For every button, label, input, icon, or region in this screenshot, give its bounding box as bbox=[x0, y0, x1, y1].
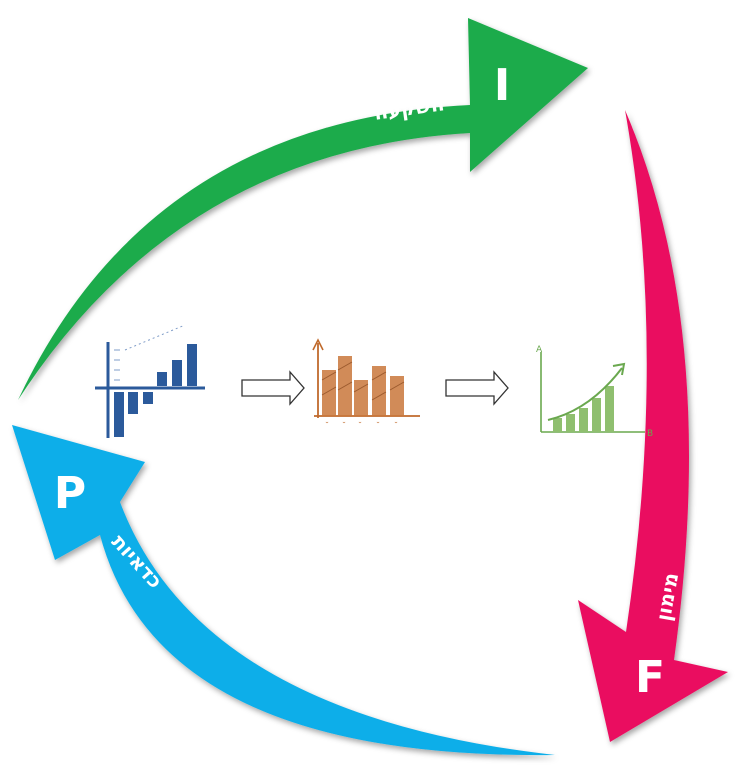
financing-letter: F bbox=[635, 652, 665, 703]
svg-text:˘: ˘ bbox=[342, 420, 346, 430]
investment-arrow bbox=[18, 18, 588, 400]
svg-text:B: B bbox=[647, 429, 653, 439]
flow-arrow-2 bbox=[445, 370, 509, 406]
financing-arrow-shape bbox=[578, 110, 728, 742]
growth-chart-icon: A B bbox=[536, 345, 653, 439]
investment-arrow-shape bbox=[18, 18, 588, 400]
feasibility-letter: P bbox=[54, 468, 86, 519]
svg-text:˘: ˘ bbox=[358, 420, 362, 430]
hand-drawn-bar-chart-icon: ˘ ˘ ˘ ˘ ˘ bbox=[312, 338, 420, 430]
investment-letter: I bbox=[494, 60, 510, 111]
feasibility-arrow-shape bbox=[12, 425, 555, 756]
feasibility-arrow bbox=[12, 425, 555, 756]
financing-arrow bbox=[578, 110, 728, 742]
svg-text:A: A bbox=[536, 345, 543, 355]
svg-text:˘: ˘ bbox=[394, 420, 398, 430]
waterfall-chart-icon bbox=[95, 324, 205, 438]
svg-text:˘: ˘ bbox=[325, 420, 329, 430]
flow-arrow-1 bbox=[241, 370, 305, 406]
svg-text:˘: ˘ bbox=[376, 420, 380, 430]
